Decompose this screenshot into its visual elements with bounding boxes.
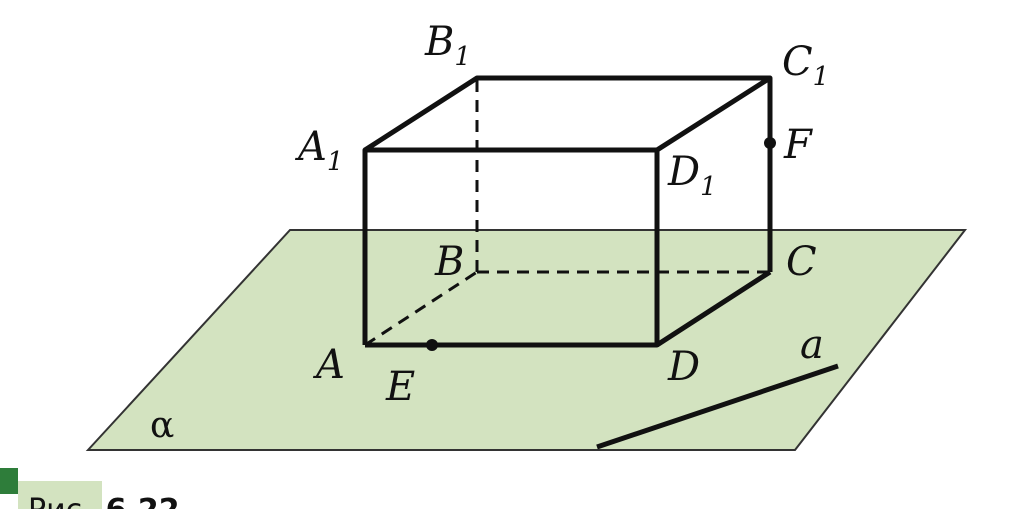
label-B1: B1 xyxy=(424,19,471,72)
label-A: A xyxy=(312,342,345,388)
label-B: B xyxy=(434,239,464,285)
edge-DC xyxy=(655,269,772,348)
label-A1: A1 xyxy=(294,124,343,177)
edge-AB xyxy=(364,270,478,347)
label-C1: C1 xyxy=(782,39,829,92)
plane-alpha xyxy=(85,229,968,451)
label-D: D xyxy=(667,344,700,390)
label-D1: D1 xyxy=(667,149,717,202)
label-C: C xyxy=(786,239,817,285)
face-top xyxy=(363,75,773,153)
caption-background xyxy=(18,481,102,509)
label-line-a: a xyxy=(800,322,824,368)
label-F: F xyxy=(783,122,813,168)
caption-marker xyxy=(0,468,18,494)
point-E xyxy=(426,339,438,351)
label-E: E xyxy=(385,364,415,410)
figure-caption: Рис.6.22 xyxy=(28,493,180,509)
label-alpha: α xyxy=(150,405,174,446)
point-F xyxy=(764,137,776,149)
line-a xyxy=(596,363,839,450)
